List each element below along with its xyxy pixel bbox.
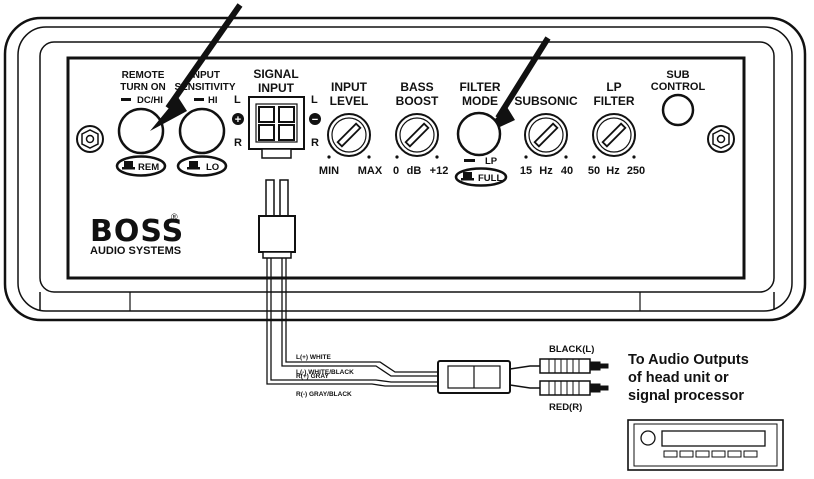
brand-registered: ®	[171, 212, 178, 222]
remote-mode-label: DC/HI	[137, 95, 163, 106]
arrow-icon	[150, 3, 243, 131]
amplifier-housing	[3, 16, 807, 322]
lp-filter-unit: Hz	[606, 165, 620, 177]
screw-right-icon	[707, 125, 735, 153]
screw-left-icon	[76, 125, 104, 153]
subsonic-high: 40	[561, 165, 573, 177]
signal-input-l-right: L	[311, 94, 318, 106]
input-level-max: MAX	[358, 165, 383, 177]
remote-switch-icon	[122, 161, 135, 170]
destination-line-3: signal processor	[628, 388, 745, 404]
bass-boost-high: +12	[430, 165, 449, 177]
head-unit-icon	[627, 419, 784, 471]
signal-input-r-left: R	[234, 137, 242, 149]
remote-switch-label: REM	[138, 162, 159, 173]
filter-mode-label-1: FILTER	[459, 80, 500, 94]
rca-splitter	[437, 360, 540, 394]
signal-input-r-right: R	[311, 137, 319, 149]
destination-label: To Audio Outputs of head unit or signal …	[628, 351, 808, 405]
subsonic-low: 15	[520, 165, 532, 177]
lp-filter-knob[interactable]	[592, 113, 636, 157]
filter-mode-switch-icon	[461, 172, 474, 181]
lp-filter-label-2: FILTER	[593, 94, 634, 108]
sensitivity-switch-icon	[187, 161, 200, 170]
sensitivity-mode-label: HI	[208, 95, 218, 106]
wire-label-r-neg: R(-) GRAY/BLACK	[296, 391, 352, 398]
input-level-label-1: INPUT	[331, 80, 368, 94]
bass-boost-unit: dB	[407, 165, 422, 177]
minus-sign: −	[312, 114, 318, 126]
destination-line-1: To Audio Outputs	[628, 352, 749, 368]
destination-line-2: of head unit or	[628, 370, 729, 386]
sensitivity-label-1: INPUT	[190, 70, 220, 81]
rca-plug-black	[539, 358, 609, 374]
lp-filter-high: 250	[627, 165, 645, 177]
input-level-min: MIN	[319, 165, 339, 177]
bass-boost-label-1: BASS	[400, 80, 433, 94]
filter-mode-label-2: MODE	[462, 94, 498, 108]
filter-mode-lp: LP	[485, 156, 498, 167]
signal-plug	[258, 179, 296, 259]
remote-label-2: TURN ON	[120, 82, 166, 93]
brand-subtitle: AUDIO SYSTEMS	[90, 245, 181, 257]
subsonic-unit: Hz	[539, 165, 553, 177]
plus-icon	[232, 113, 244, 125]
sub-control-label-1: SUB	[666, 69, 689, 81]
wire-label-l-pos: L(+) WHITE	[296, 354, 332, 361]
lp-filter-label-1: LP	[606, 80, 621, 94]
wire-label-l-neg: L(-) WHITE/BLACK	[296, 369, 354, 376]
sub-control-jack[interactable]	[661, 93, 695, 127]
bass-boost-label-2: BOOST	[396, 94, 439, 108]
input-level-label-2: LEVEL	[330, 94, 369, 108]
sub-control-label-2: CONTROL	[651, 81, 706, 93]
sensitivity-knob[interactable]	[178, 107, 226, 155]
filter-mode-switch[interactable]	[456, 111, 502, 157]
sensitivity-label-2: SENSITIVITY	[174, 82, 235, 93]
subsonic-knob[interactable]	[524, 113, 568, 157]
remote-label-1: REMOTE	[122, 70, 165, 81]
bass-boost-knob[interactable]	[395, 113, 439, 157]
signal-input-label-2: INPUT	[258, 81, 295, 95]
subsonic-label: SUBSONIC	[514, 94, 578, 108]
rca-label-black: BLACK(L)	[549, 344, 594, 355]
brand-logo: BOSS	[90, 214, 184, 249]
plus-sign: +	[235, 114, 241, 126]
input-level-knob[interactable]	[327, 113, 371, 157]
rca-label-red: RED(R)	[549, 402, 582, 413]
signal-wires	[266, 258, 438, 387]
minus-icon	[309, 113, 321, 125]
remote-knob[interactable]	[117, 107, 165, 155]
bass-boost-low: 0	[393, 165, 399, 177]
filter-mode-full: FULL	[478, 173, 502, 184]
rca-plug-red	[539, 380, 609, 396]
wire-label-r-pos: R(+) GRAY	[296, 373, 329, 380]
signal-input-label-1: SIGNAL	[253, 67, 298, 81]
lp-filter-low: 50	[588, 165, 600, 177]
sensitivity-switch-label: LO	[206, 162, 219, 173]
signal-input-l-left: L	[234, 94, 241, 106]
